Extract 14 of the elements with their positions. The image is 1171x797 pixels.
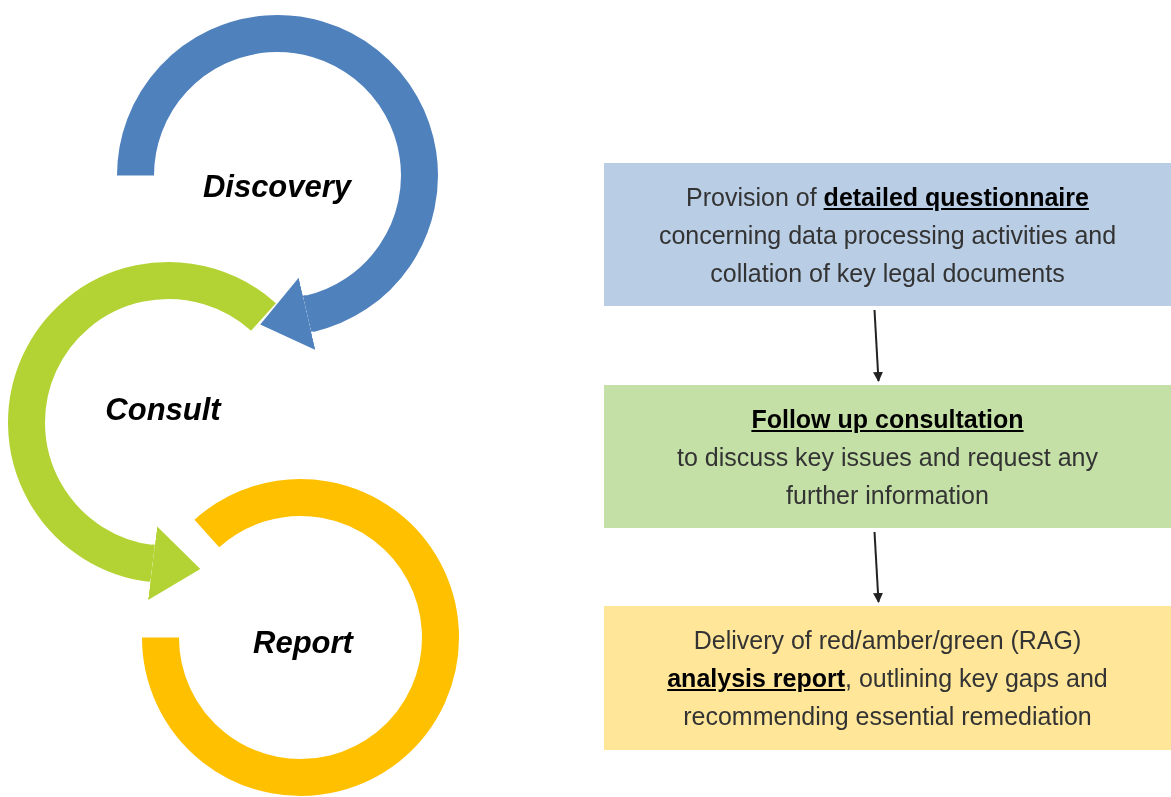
arrow [873, 531, 883, 603]
step-description: Provision of detailed questionnaire concerning data processing activities and collation of key legal documents [657, 181, 1118, 289]
stage-label: Discovery [202, 169, 352, 205]
process-box [604, 163, 1171, 306]
arrowhead [260, 277, 316, 350]
process-box [604, 385, 1171, 528]
step-description: to discuss key issues and request any further information [675, 441, 1100, 511]
stage-label: Report [253, 625, 353, 661]
arrowhead [147, 526, 201, 600]
step-heading: Follow up consultation [751, 403, 1024, 435]
step-description: Delivery of red/amber/green (RAG) analysis report, outlining key gaps and recommending essential remediation [666, 625, 1109, 732]
stage-label: Consult [105, 392, 221, 428]
process-box [604, 606, 1171, 750]
arrow [873, 309, 883, 382]
